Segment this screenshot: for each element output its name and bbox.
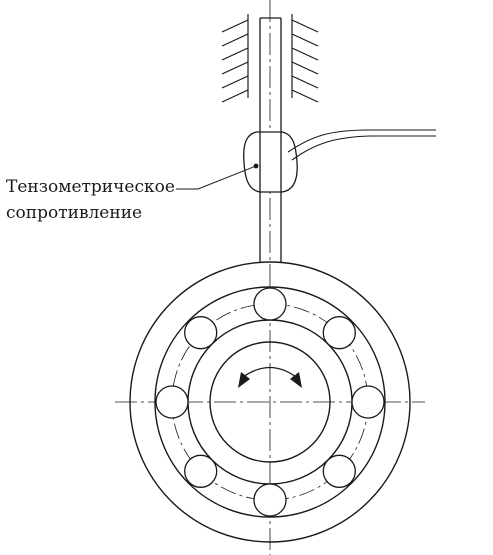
bearing-ball: [184, 454, 218, 488]
wall-hatching-left: [221, 14, 249, 103]
bearing-ball: [351, 385, 385, 419]
rotation-arrow-left-head: [238, 372, 250, 388]
bearing-ball: [253, 483, 287, 517]
bearing-balls: [155, 287, 385, 517]
bearing-outer-ring: [129, 261, 411, 543]
bearing-shaft: [209, 341, 331, 463]
strain-gauge-body: [243, 131, 298, 193]
lead-wire-lower: [291, 135, 436, 161]
bearing-outer-race: [154, 286, 386, 518]
bearing-ball: [253, 287, 287, 321]
strain-gauge-label-line1: Тензометрическое: [6, 177, 175, 197]
lead-wire-upper: [287, 129, 436, 153]
wall-hatching-right: [291, 14, 319, 103]
bearing-ball: [155, 385, 189, 419]
label-leader-line: [176, 165, 257, 190]
bearing-ball: [322, 454, 356, 488]
bearing-ball: [322, 316, 356, 350]
rotation-arrow-right-head: [290, 372, 302, 388]
strain-gauge-label-line2: сопротивление: [6, 203, 143, 223]
bearing-ball: [184, 316, 218, 350]
rotation-arrow-arc: [242, 366, 297, 378]
